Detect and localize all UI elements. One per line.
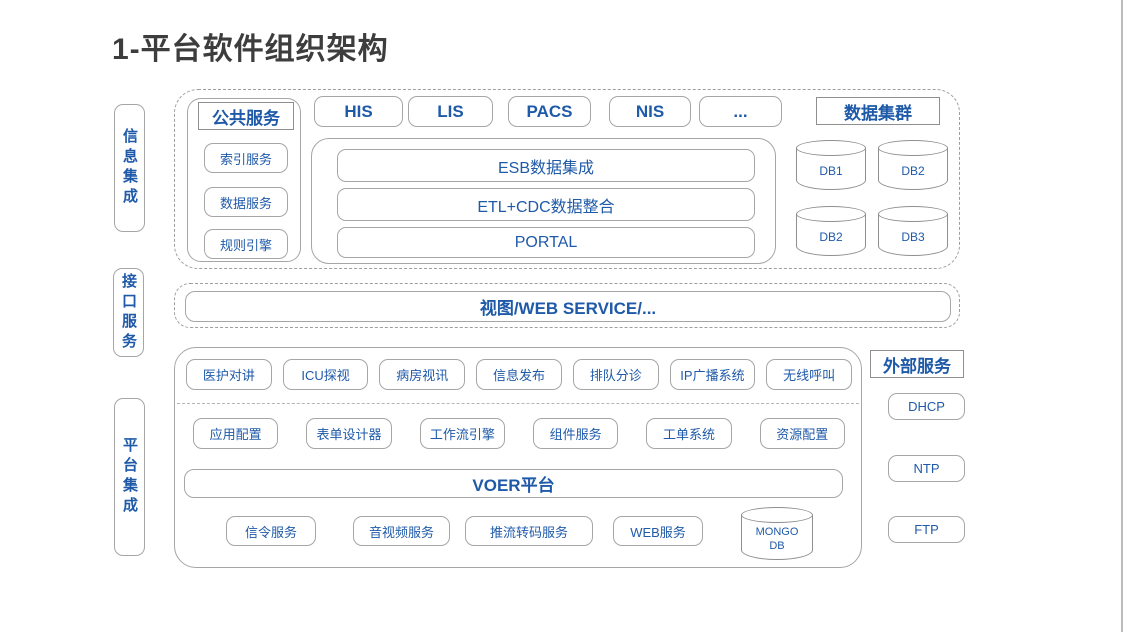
external-box-ftp: FTP — [888, 516, 965, 543]
db-cylinder-2: DB2 — [878, 140, 948, 190]
db-cylinder-1: DB1 — [796, 140, 866, 190]
rail-label-interface-services: 接口服务 — [113, 268, 144, 357]
tool-box-workflow-engine: 工作流引擎 — [419, 418, 505, 449]
tool-box-resource-config: 资源配置 — [759, 418, 845, 449]
app-box-ip-broadcast: IP广播系统 — [669, 359, 756, 390]
mongo-db-label: MONGO DB — [755, 526, 799, 552]
base-service-box-av: 音视频服务 — [353, 516, 450, 546]
tools-row: 应用配置 表单设计器 工作流引擎 组件服务 工单系统 资源配置 — [193, 418, 845, 449]
external-services-title: 外部服务 — [870, 350, 964, 378]
tool-box-component-svc: 组件服务 — [532, 418, 619, 449]
stack-box-portal: PORTAL — [337, 227, 755, 258]
base-service-box-signaling: 信令服务 — [226, 516, 316, 546]
system-box-lis: LIS — [408, 96, 493, 127]
external-box-dhcp: DHCP — [888, 393, 965, 420]
tool-box-app-config: 应用配置 — [193, 418, 279, 449]
platform-integration-section: 医护对讲 ICU探视 病房视讯 信息发布 排队分诊 IP广播系统 无线呼叫 应用… — [174, 347, 862, 568]
external-box-ntp: NTP — [888, 455, 965, 482]
public-services-title: 公共服务 — [198, 102, 294, 130]
system-box-pacs: PACS — [508, 96, 591, 127]
system-box-more: ... — [699, 96, 782, 127]
data-cluster-title: 数据集群 — [816, 97, 940, 125]
app-box-queue-triage: 排队分诊 — [572, 359, 659, 390]
stack-box-etl-cdc: ETL+CDC数据整合 — [337, 188, 755, 221]
rail-label-platform-integration: 平台集成 — [114, 398, 145, 556]
cylinder-top-shape — [796, 140, 866, 156]
app-box-icu-visit: ICU探视 — [282, 359, 369, 390]
interface-services-section: 视图/WEB SERVICE/... — [174, 283, 960, 328]
page-title: 1-平台软件组织架构 — [112, 33, 389, 66]
slide-right-edge — [1121, 0, 1123, 632]
cylinder-top-shape — [796, 206, 866, 222]
db-label: DB1 — [819, 163, 843, 178]
tool-box-work-order: 工单系统 — [646, 418, 732, 449]
public-service-box-rules: 规则引擎 — [204, 229, 288, 259]
db-label: DB2 — [819, 229, 843, 244]
db-cylinder-4: DB3 — [878, 206, 948, 256]
rail-label-info-integration: 信息集成 — [114, 104, 145, 232]
gateway-box: 视图/WEB SERVICE/... — [185, 291, 951, 322]
base-service-box-web: WEB服务 — [613, 516, 703, 546]
mongo-db-cylinder: MONGO DB — [741, 507, 813, 560]
section-dashed-divider — [177, 403, 859, 404]
integration-stack-group: ESB数据集成 ETL+CDC数据整合 PORTAL — [311, 138, 776, 264]
base-service-box-transcode: 推流转码服务 — [465, 516, 593, 546]
application-row: 医护对讲 ICU探视 病房视讯 信息发布 排队分诊 IP广播系统 无线呼叫 — [186, 359, 853, 390]
system-box-nis: NIS — [609, 96, 691, 127]
cylinder-top-shape — [878, 140, 948, 156]
app-box-nurse-intercom: 医护对讲 — [186, 359, 272, 390]
cylinder-top-shape — [741, 507, 813, 523]
cylinder-top-shape — [878, 206, 948, 222]
db-label: DB3 — [901, 229, 925, 244]
voer-platform-box: VOER平台 — [184, 469, 843, 498]
app-box-ward-video: 病房视讯 — [379, 359, 466, 390]
app-box-info-publish: 信息发布 — [476, 359, 562, 390]
info-integration-section: 公共服务 索引服务 数据服务 规则引擎 HIS LIS PACS NIS ...… — [174, 89, 960, 269]
db-cylinder-3: DB2 — [796, 206, 866, 256]
public-service-box-data: 数据服务 — [204, 187, 288, 217]
public-service-box-index: 索引服务 — [204, 143, 288, 173]
db-label: DB2 — [901, 163, 925, 178]
system-box-his: HIS — [314, 96, 403, 127]
tool-box-form-designer: 表单设计器 — [306, 418, 392, 449]
app-box-wireless-call: 无线呼叫 — [766, 359, 853, 390]
stack-box-esb: ESB数据集成 — [337, 149, 755, 182]
public-services-group: 公共服务 索引服务 数据服务 规则引擎 — [187, 98, 301, 262]
